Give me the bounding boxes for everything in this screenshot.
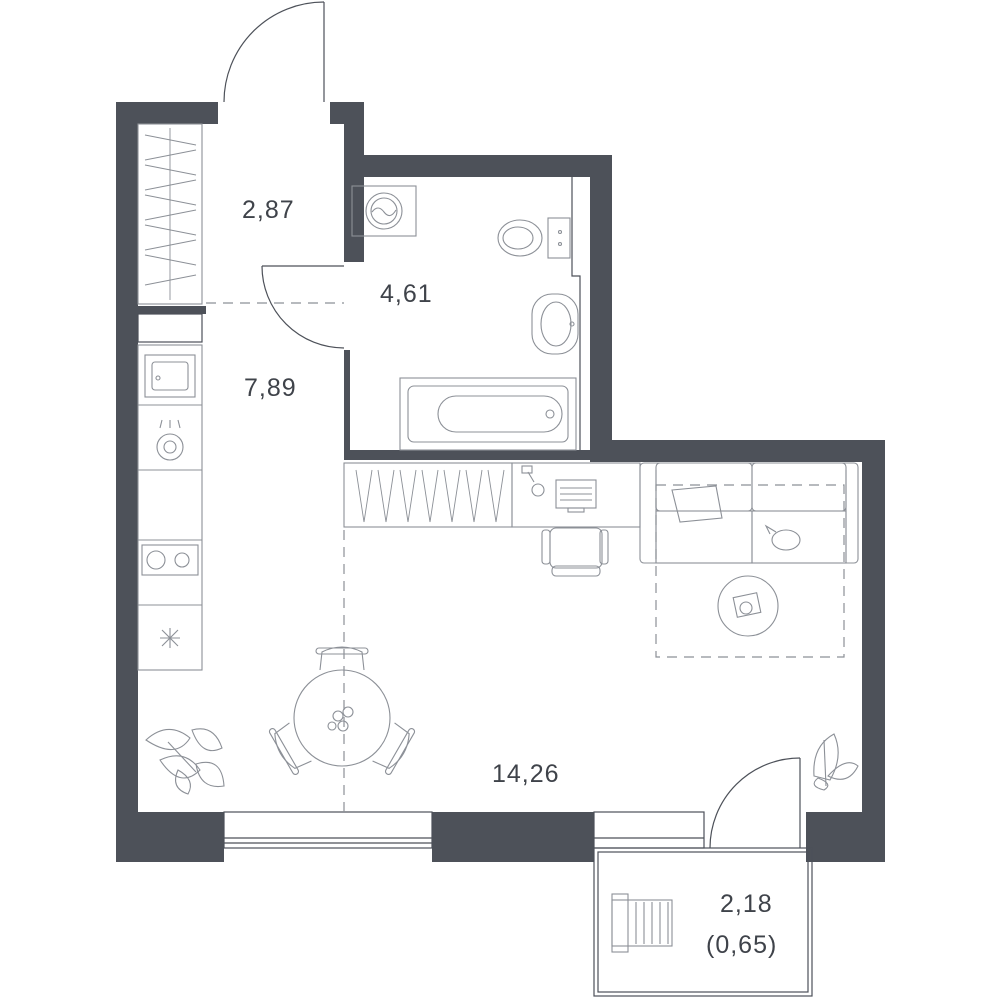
fridge-icon: [160, 628, 180, 648]
area-living-room: 14,26: [492, 760, 560, 788]
bathroom-fixtures: [351, 177, 581, 451]
living-storage: [343, 462, 513, 528]
area-kitchen: 7,89: [244, 374, 297, 402]
washing-machine-icon: [351, 185, 417, 237]
wall-bath-top: [344, 155, 612, 177]
desk-chair-icon: [541, 527, 609, 577]
wall-bottom-left: [116, 812, 224, 862]
dining-chair-icon: [268, 722, 312, 775]
window-living: [593, 811, 705, 849]
coffee-table: [717, 575, 779, 637]
cushion-icon: [671, 485, 723, 523]
dining-chair-icon: [315, 646, 369, 671]
wall-top-left: [116, 102, 218, 124]
wall-living-top: [590, 440, 885, 462]
cooktop-icon: [141, 544, 199, 576]
balcony-outline: [593, 847, 813, 997]
kitchen-sink-icon: [144, 354, 196, 398]
area-labels: 2,87 4,61 7,89 14,26 2,18 (0,65): [242, 196, 777, 959]
sofa: [639, 462, 859, 564]
plant-icon: [813, 733, 859, 791]
area-balcony-reduced: (0,65): [706, 931, 777, 959]
zone-lines: [206, 302, 845, 812]
walls: [116, 102, 885, 862]
hall-niche: [137, 313, 203, 343]
bathroom-door-swing: [261, 265, 345, 349]
doors: [223, 1, 801, 849]
laptop-icon: [555, 479, 597, 513]
lounge-chair-icon: [611, 893, 673, 953]
desk: [511, 462, 641, 577]
wall-right: [862, 440, 885, 862]
balcony: [593, 847, 813, 997]
area-hallway: 2,87: [242, 196, 295, 224]
wall-hall-partition: [138, 306, 206, 314]
kitchen-hood-icon: [156, 419, 184, 461]
wall-left: [116, 102, 138, 862]
toilet-icon: [497, 217, 571, 259]
cat-icon: [764, 524, 801, 551]
flower-vase-icon: [327, 706, 354, 732]
wall-bath-right: [590, 155, 612, 455]
balcony-door-swing: [709, 757, 801, 849]
hall-wardrobe: [137, 123, 203, 305]
entry-door-swing: [223, 1, 325, 103]
dining-table: [293, 669, 391, 767]
wall-bottom-right: [806, 812, 885, 862]
rug-outline: [655, 484, 845, 658]
bathtub-icon: [399, 377, 577, 451]
desk-lamp-icon: [521, 465, 545, 497]
area-bathroom: 4,61: [380, 280, 433, 308]
dining-chair-icon: [372, 722, 416, 775]
wall-bath-left-upper: [344, 102, 364, 262]
kitchen-unit: [137, 344, 203, 671]
wall-bath-left-lower: [344, 350, 350, 460]
wall-bath-bottom: [344, 450, 612, 460]
area-balcony: 2,18: [720, 890, 773, 918]
wash-basin-icon: [531, 293, 579, 355]
plant-icon: [145, 728, 225, 795]
dining-set: [268, 646, 416, 775]
window-kitchen: [223, 811, 433, 849]
wall-bottom-middle: [432, 812, 594, 862]
